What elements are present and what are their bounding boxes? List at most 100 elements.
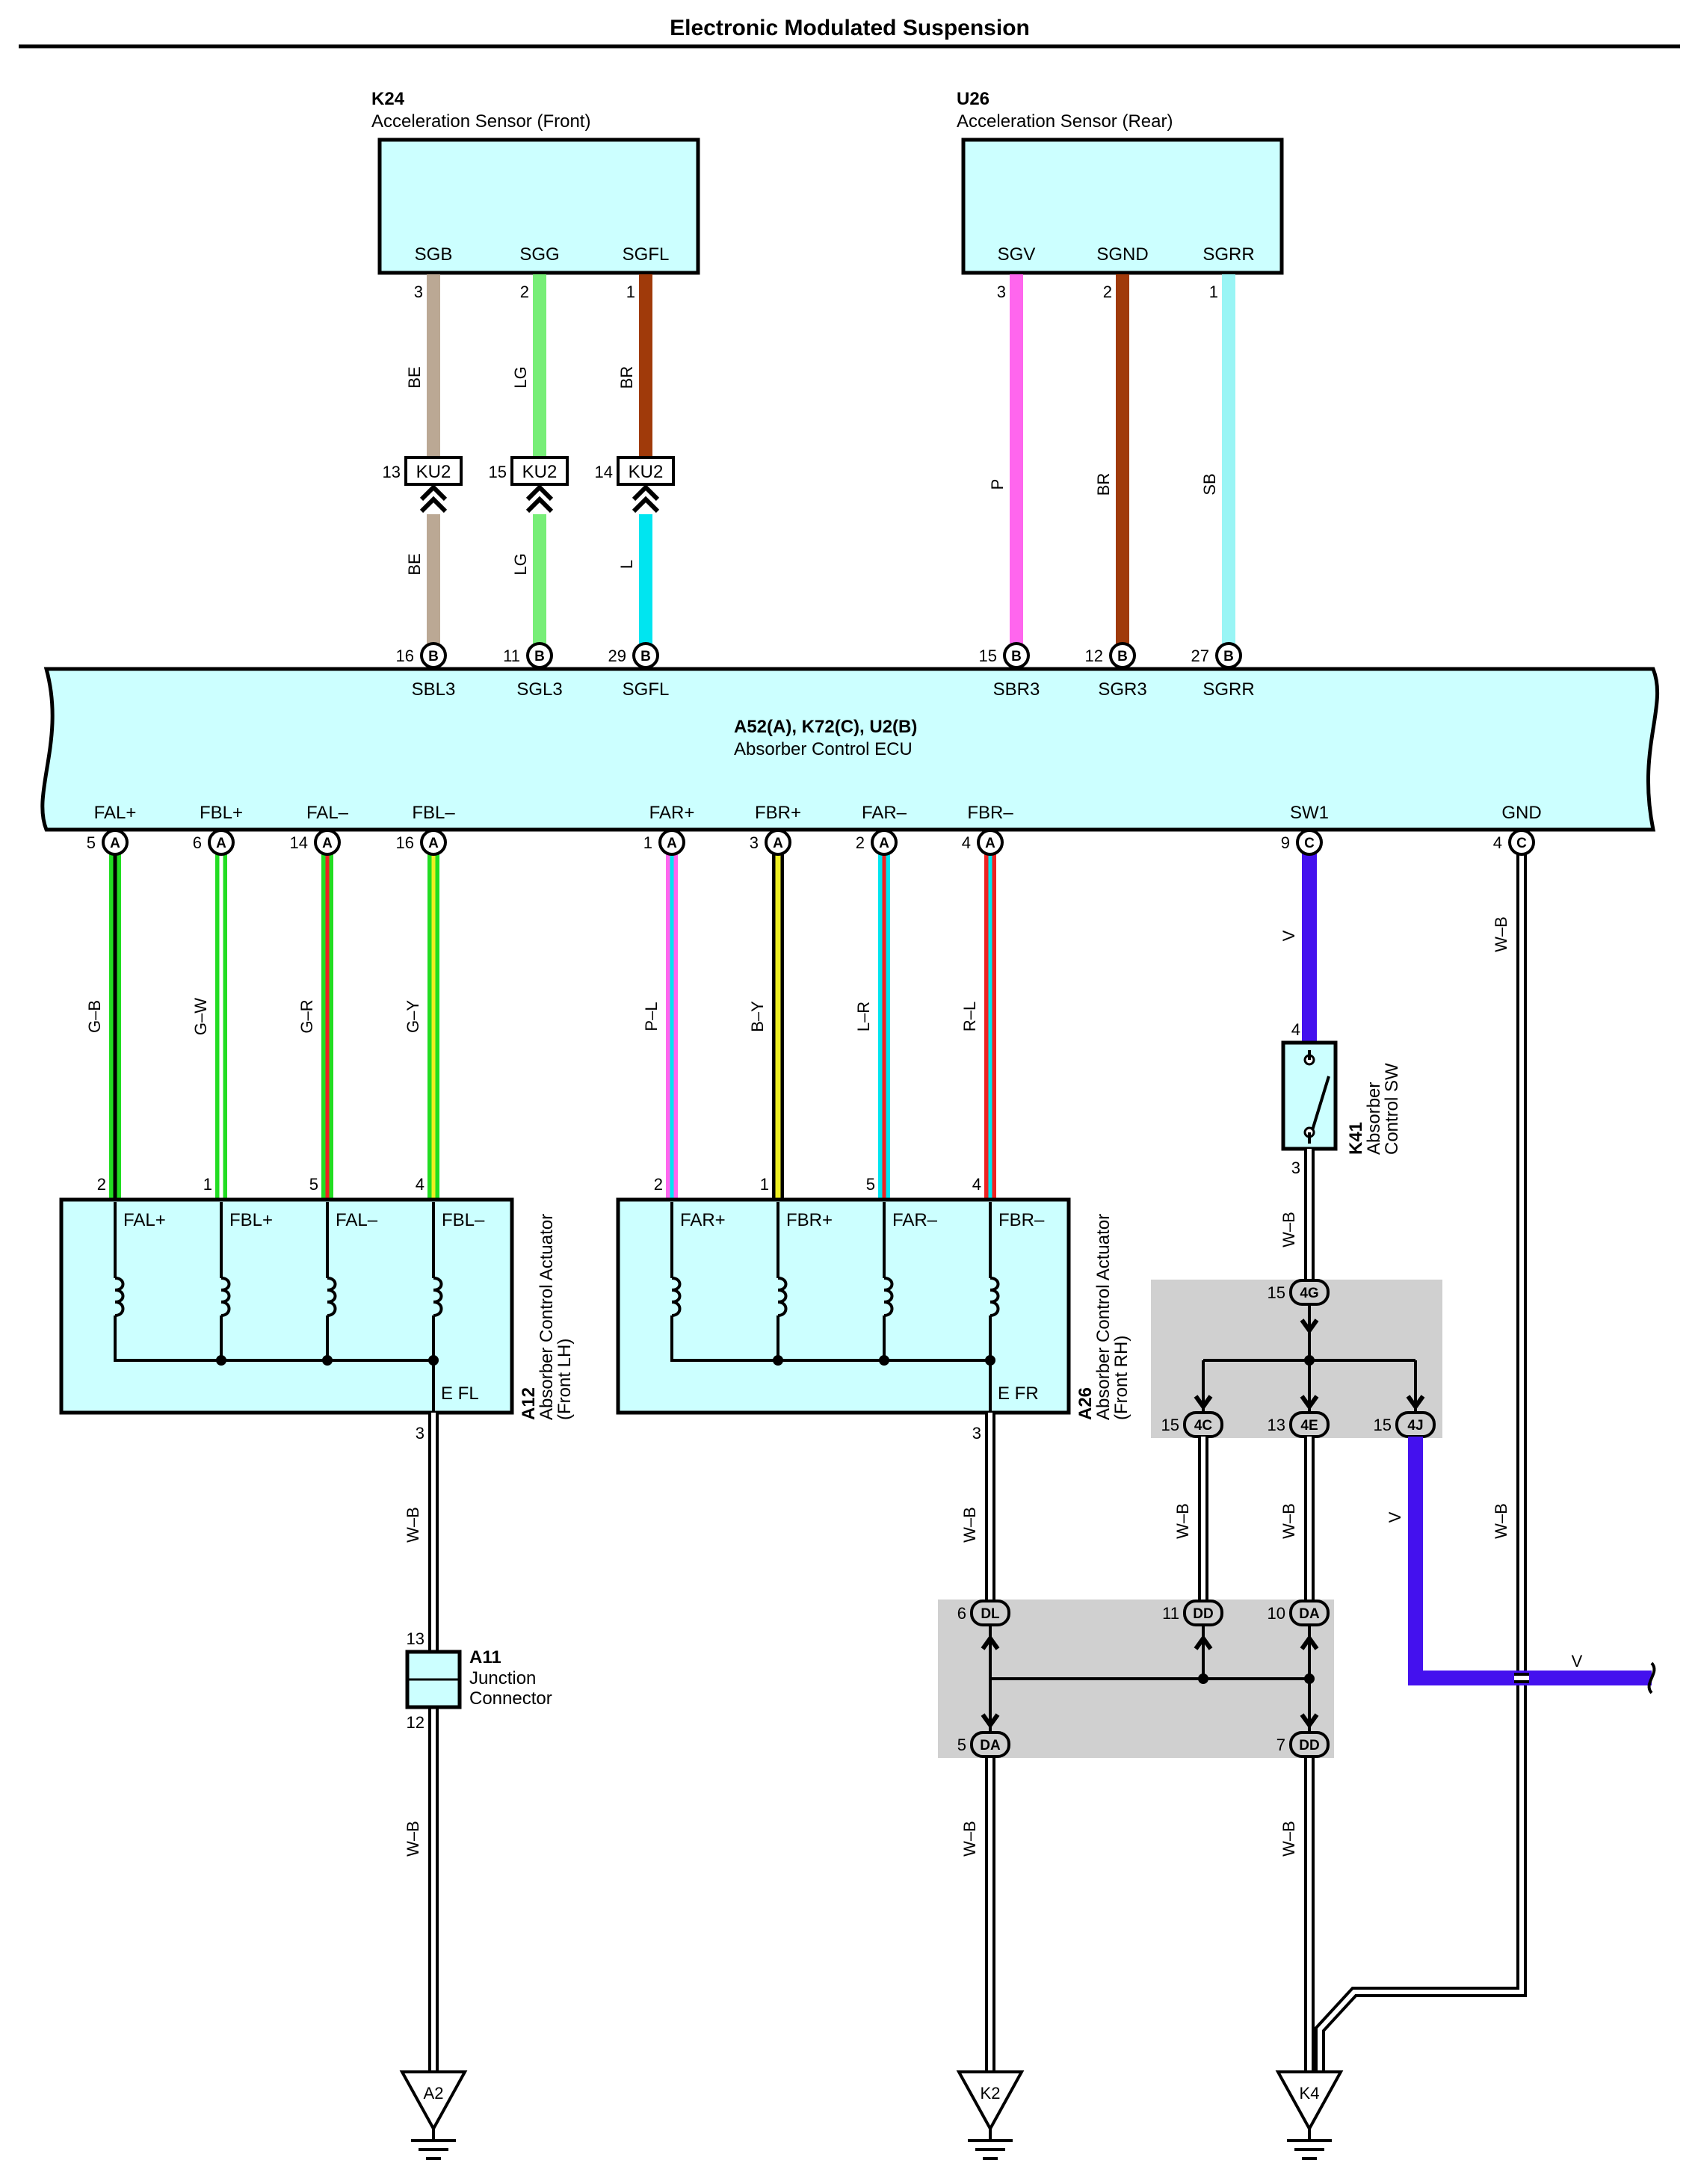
ground-label: A2 — [424, 2084, 444, 2103]
svg-text:DL: DL — [981, 1606, 1000, 1622]
a12-name: (Front LH) — [555, 1339, 575, 1420]
coil-icon — [777, 1277, 788, 1317]
wire-color-label: BR — [617, 366, 636, 389]
ecu-connector-pin: B15 — [979, 642, 1030, 669]
svg-text:B: B — [640, 649, 651, 664]
ecu-box — [40, 667, 1660, 832]
wire-color-label: W–B — [404, 1507, 422, 1543]
wire-color-label: W–B — [404, 1821, 422, 1857]
absorber-control-ecu: A52(A), K72(C), U2(B) Absorber Control E… — [40, 667, 1660, 832]
a12-pin-num: 4 — [416, 1175, 424, 1194]
a26-pin-num: 4 — [972, 1175, 981, 1194]
k24-pin-num: 3 — [414, 283, 423, 301]
wire-color-label: G–B — [85, 1000, 104, 1033]
svg-text:13: 13 — [1268, 1416, 1285, 1434]
splice-pin: DL6 — [957, 1600, 1010, 1626]
a26-pin-name: FAR– — [892, 1210, 938, 1230]
wire-color-label: G–W — [191, 998, 210, 1035]
ecu-code: A52(A), K72(C), U2(B) — [734, 717, 917, 737]
k24-pin-num: 2 — [520, 283, 529, 301]
ecu-connector-pin: A14 — [290, 829, 341, 856]
ecu-connector-pin: A1 — [643, 829, 685, 856]
svg-text:5: 5 — [957, 1736, 966, 1754]
k24-acceleration-sensor-front: K24 Acceleration Sensor (Front) SGB SGG … — [371, 89, 700, 301]
rear-sensor-wires: P BR SB — [988, 274, 1235, 644]
wire-color-label: LG — [511, 366, 530, 388]
a12-code: A12 — [519, 1387, 539, 1420]
wire-color-label: V — [1386, 1511, 1404, 1523]
svg-text:A: A — [110, 836, 120, 851]
a26-pin-name: FAR+ — [680, 1210, 726, 1230]
u26-pin-num: 1 — [1209, 283, 1218, 301]
k24-name: Acceleration Sensor (Front) — [371, 111, 590, 132]
svg-text:4J: 4J — [1407, 1418, 1423, 1434]
ecu-pin-name: FBL– — [412, 803, 455, 823]
svg-text:6: 6 — [193, 833, 202, 852]
wire-color-label: W–B — [1492, 916, 1510, 952]
ground-symbol-a2: A2 — [399, 2070, 468, 2160]
ku2-label: KU2 — [629, 462, 664, 482]
ecu-pin-name: FAL– — [306, 803, 349, 823]
wire-color-label: B–Y — [748, 1001, 767, 1032]
ground-label: K2 — [981, 2084, 1001, 2103]
svg-text:15: 15 — [1161, 1416, 1179, 1434]
svg-text:B: B — [428, 649, 439, 664]
a26-pin-num: 2 — [654, 1175, 663, 1194]
ground-symbol-k4: K4 — [1275, 2070, 1344, 2160]
u26-box — [961, 138, 1284, 275]
wire-color-label: W–B — [1279, 1821, 1298, 1857]
svg-text:B: B — [534, 649, 545, 664]
u26-name: Acceleration Sensor (Rear) — [957, 111, 1173, 132]
svg-text:C: C — [1516, 836, 1527, 851]
k41-pin-num: 3 — [1291, 1159, 1300, 1177]
a26-pin-name: FBR+ — [786, 1210, 833, 1230]
a12-pin-num: 1 — [203, 1175, 212, 1194]
wire-color-label: W–B — [1279, 1212, 1298, 1247]
ecu-top-connectors: B16 B11 B29 B15 B12 B27 — [396, 642, 1242, 669]
svg-text:27: 27 — [1191, 647, 1209, 665]
svg-text:16: 16 — [396, 833, 414, 852]
svg-text:DA: DA — [980, 1738, 1001, 1753]
wire-color-label: W–B — [1173, 1503, 1192, 1539]
front-sensor-wires: BE LG BR BE LG L — [405, 274, 652, 644]
ecu-bottom-connectors: A5 A6 A14 A16 A1 A3 A2 A4 C9 C4 — [87, 829, 1535, 856]
svg-text:A: A — [322, 836, 333, 851]
ecu-pin-name: SBL3 — [412, 679, 456, 700]
ecu-connector-pin: A2 — [856, 829, 898, 856]
wire-color-label: P — [988, 479, 1007, 490]
svg-text:A: A — [428, 836, 439, 851]
ku2-connector: KU2 13 — [383, 456, 463, 513]
svg-text:DD: DD — [1299, 1738, 1319, 1753]
svg-text:12: 12 — [1085, 647, 1103, 665]
wire-color-label: W–B — [960, 1507, 979, 1543]
a26-name: Absorber Control Actuator — [1093, 1214, 1114, 1420]
ecu-pin-name: SGR3 — [1098, 679, 1146, 700]
a12-ground-pin-name: E FL — [441, 1383, 479, 1404]
k41-output-wire: W–B — [1279, 1149, 1315, 1292]
ku2-label: KU2 — [416, 462, 451, 482]
wire-color-label: P–L — [642, 1002, 661, 1031]
svg-text:4G: 4G — [1300, 1286, 1318, 1301]
wire-color-label: BE — [405, 553, 424, 575]
a12-box — [59, 1197, 514, 1415]
a12-absorber-control-actuator-lh: FAL+ FBL+ FAL– FBL– 2 1 5 4 E FL 3 A12 A… — [59, 1175, 575, 1443]
k41-code: K41 — [1346, 1122, 1366, 1155]
ecu-pin-name: FAR+ — [649, 803, 695, 823]
a26-pin-num: 1 — [760, 1175, 769, 1194]
ecu-connector-pin: B11 — [503, 642, 553, 669]
ecu-connector-pin: B12 — [1085, 642, 1136, 669]
a26-code: A26 — [1075, 1387, 1096, 1420]
u26-pin-num: 2 — [1103, 283, 1112, 301]
a26-pin-name: FBR– — [998, 1210, 1045, 1230]
a11-pin-num: 12 — [407, 1713, 424, 1732]
k41-absorber-control-switch: 4 3 K41 Absorber Control SW — [1281, 1020, 1402, 1177]
ecu-pin-name: SBR3 — [993, 679, 1040, 700]
ecu-pin-name: SGL3 — [516, 679, 562, 700]
u26-pin-name: SGV — [998, 244, 1036, 265]
